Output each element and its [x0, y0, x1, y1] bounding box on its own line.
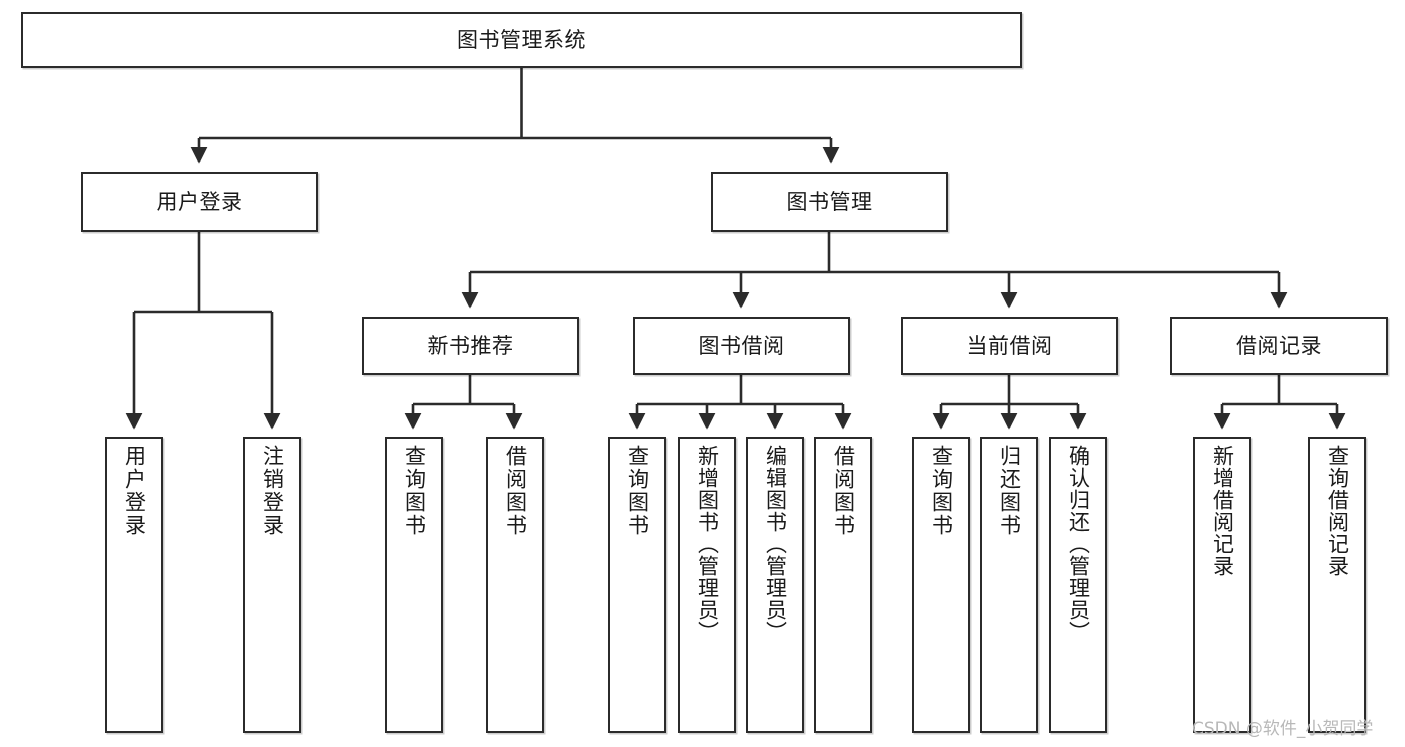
node-leaf-confirm-return-label: 确认归还（管理员）: [1066, 445, 1091, 643]
node-current-borrow-label: 当前借阅: [966, 333, 1053, 358]
node-borrow-record-label: 借阅记录: [1236, 333, 1322, 358]
node-leaf-query-book-1[interactable]: 查询图书: [385, 437, 443, 733]
node-root-label: 图书管理系统: [457, 27, 586, 52]
node-new-book-recommend-label: 新书推荐: [427, 333, 514, 358]
node-leaf-return-book-label: 归还图书: [997, 445, 1022, 537]
node-leaf-edit-book-label: 编辑图书（管理员）: [763, 445, 788, 643]
node-leaf-user-login[interactable]: 用户登录: [105, 437, 163, 733]
node-borrow-record[interactable]: 借阅记录: [1170, 317, 1388, 375]
node-leaf-query-book-3[interactable]: 查询图书: [912, 437, 970, 733]
node-leaf-borrow-book-2-label: 借阅图书: [831, 445, 856, 537]
node-leaf-add-borrow-record-label: 新增借阅记录: [1210, 445, 1235, 577]
node-leaf-add-book-label: 新增图书（管理员）: [695, 445, 720, 643]
node-leaf-add-book[interactable]: 新增图书（管理员）: [678, 437, 736, 733]
node-book-management-label: 图书管理: [786, 189, 873, 214]
node-book-borrow[interactable]: 图书借阅: [633, 317, 850, 375]
node-leaf-query-book-2-label: 查询图书: [625, 445, 650, 537]
node-root[interactable]: 图书管理系统: [21, 12, 1022, 68]
node-leaf-logout-login-label: 注销登录: [260, 445, 285, 537]
node-book-management[interactable]: 图书管理: [711, 172, 948, 232]
node-leaf-edit-book[interactable]: 编辑图书（管理员）: [746, 437, 804, 733]
node-leaf-return-book[interactable]: 归还图书: [980, 437, 1038, 733]
node-leaf-add-borrow-record[interactable]: 新增借阅记录: [1193, 437, 1251, 733]
node-leaf-query-book-3-label: 查询图书: [929, 445, 954, 537]
node-leaf-query-book-2[interactable]: 查询图书: [608, 437, 666, 733]
node-leaf-confirm-return[interactable]: 确认归还（管理员）: [1049, 437, 1107, 733]
node-leaf-query-borrow-record-label: 查询借阅记录: [1325, 445, 1350, 577]
node-user-login-label: 用户登录: [156, 189, 243, 214]
node-leaf-query-borrow-record[interactable]: 查询借阅记录: [1308, 437, 1366, 733]
node-leaf-logout-login[interactable]: 注销登录: [243, 437, 301, 733]
node-book-borrow-label: 图书借阅: [698, 333, 785, 358]
node-leaf-borrow-book-2[interactable]: 借阅图书: [814, 437, 872, 733]
node-new-book-recommend[interactable]: 新书推荐: [362, 317, 579, 375]
node-leaf-query-book-1-label: 查询图书: [402, 445, 427, 537]
node-user-login[interactable]: 用户登录: [81, 172, 318, 232]
node-leaf-borrow-book-1[interactable]: 借阅图书: [486, 437, 544, 733]
node-leaf-borrow-book-1-label: 借阅图书: [503, 445, 528, 537]
node-current-borrow[interactable]: 当前借阅: [901, 317, 1118, 375]
node-leaf-user-login-label: 用户登录: [122, 445, 147, 537]
csdn-watermark: CSDN @软件_小贺同学: [1192, 719, 1374, 739]
